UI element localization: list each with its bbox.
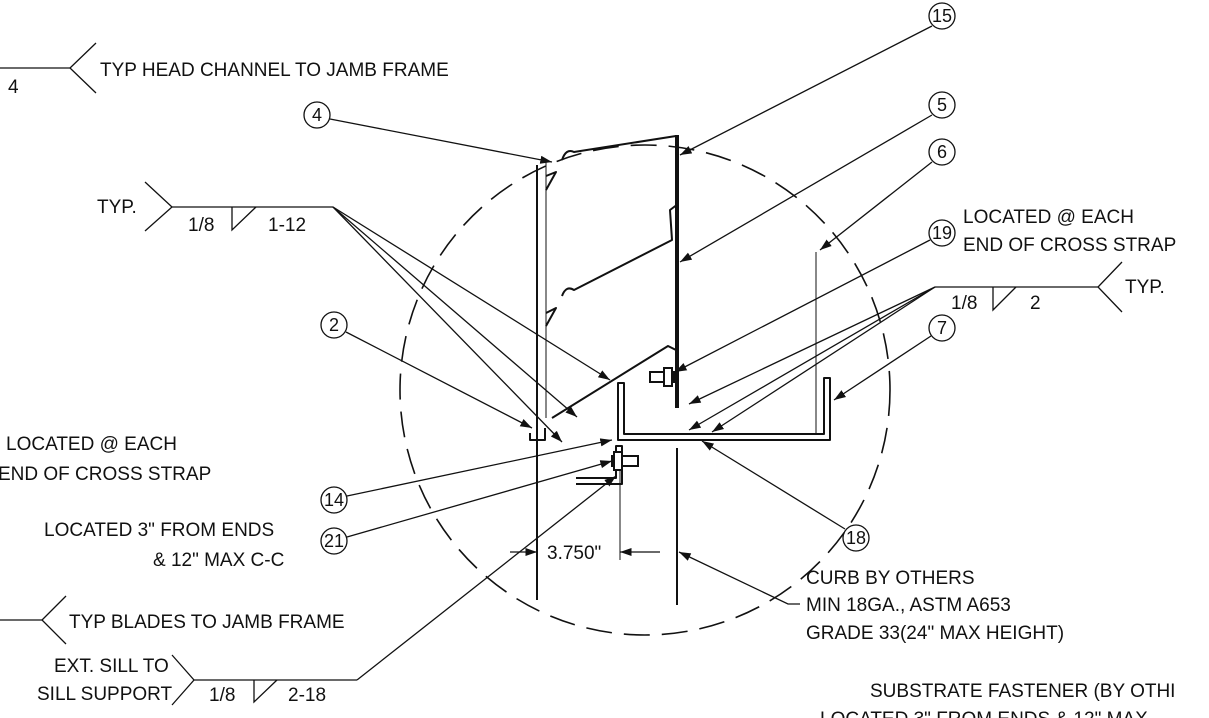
blade-mid-lip xyxy=(545,307,557,327)
svg-text:6: 6 xyxy=(937,142,947,162)
weld-pitch-left: 1-12 xyxy=(268,215,306,236)
fastener-19-nut xyxy=(663,367,673,387)
weld-size-sill: 1/8 xyxy=(209,685,235,706)
callout-21: 21 xyxy=(320,460,613,555)
leader-sill xyxy=(356,475,617,681)
callout-15: 15 xyxy=(679,2,956,156)
note-ext-sill-2: SILL SUPPORT xyxy=(37,684,173,705)
leader-right-2 xyxy=(688,286,936,431)
fastener-19 xyxy=(649,371,675,383)
note-typ-right: TYP. xyxy=(1125,277,1165,298)
leader-right-1 xyxy=(688,286,936,405)
weld-number-top: 4 xyxy=(8,77,19,98)
svg-text:14: 14 xyxy=(324,490,344,510)
svg-text:19: 19 xyxy=(932,223,952,243)
note-typ-left: TYP. xyxy=(97,197,137,218)
note-located-3in-1: LOCATED 3" FROM ENDS xyxy=(44,520,274,541)
detail-circle xyxy=(399,144,891,636)
dimension-value: 3.750" xyxy=(547,543,601,564)
blade-lower xyxy=(551,345,677,419)
leader-left-3 xyxy=(332,206,563,443)
note-located-right-1: LOCATED @ EACH xyxy=(963,207,1134,228)
weld-size-left: 1/8 xyxy=(188,215,214,236)
svg-text:21: 21 xyxy=(324,531,344,551)
note-curb-1: CURB BY OTHERS xyxy=(806,568,975,589)
sill-channel xyxy=(617,377,831,441)
svg-text:5: 5 xyxy=(937,95,947,115)
callout-19: 19 xyxy=(674,219,956,373)
svg-text:7: 7 xyxy=(937,318,947,338)
fillet-symbol-sill xyxy=(253,679,278,704)
weld-size-right: 1/8 xyxy=(951,293,977,314)
blade-lower-return xyxy=(529,428,546,441)
note-curb-2: MIN 18GA., ASTM A653 xyxy=(806,595,1011,616)
svg-text:18: 18 xyxy=(846,528,866,548)
weld-tail-left xyxy=(144,181,173,232)
fillet-symbol-left xyxy=(231,206,257,232)
note-substrate-2: LOCATED 3" FROM ENDS & 12" MAX xyxy=(820,709,1148,718)
weld-tail-blades xyxy=(41,595,67,645)
weld-tail-sill xyxy=(171,654,195,706)
callout-4: 4 xyxy=(303,101,553,164)
callout-5: 5 xyxy=(679,91,956,263)
note-located-left-1: LOCATED @ EACH xyxy=(6,434,177,455)
weld-tail-top xyxy=(69,42,97,94)
blade-top xyxy=(561,135,677,161)
weld-pitch-sill: 2-18 xyxy=(288,685,326,706)
svg-text:4: 4 xyxy=(312,105,322,125)
note-head-channel: TYP HEAD CHANNEL TO JAMB FRAME xyxy=(100,60,449,81)
svg-text:15: 15 xyxy=(932,6,952,26)
leader-right-3 xyxy=(711,286,936,433)
callout-7: 7 xyxy=(833,314,956,401)
callout-14: 14 xyxy=(320,438,613,514)
callout-6: 6 xyxy=(819,138,956,251)
leader-left-2 xyxy=(332,206,578,418)
note-located-3in-2: & 12" MAX C-C xyxy=(153,550,284,571)
svg-text:2: 2 xyxy=(329,315,339,335)
weld-tail-right xyxy=(1097,261,1123,313)
note-substrate-1: SUBSTRATE FASTENER (BY OTHI xyxy=(870,681,1175,702)
note-curb-3: GRADE 33(24" MAX HEIGHT) xyxy=(806,623,1064,644)
leader-curb xyxy=(678,551,800,605)
blade-top-lip xyxy=(545,171,557,191)
note-ext-sill-1: EXT. SILL TO xyxy=(54,656,169,677)
leader-left-1 xyxy=(332,206,611,381)
note-located-left-2: END OF CROSS STRAP xyxy=(0,464,211,485)
callout-2: 2 xyxy=(320,311,533,429)
note-located-right-2: END OF CROSS STRAP xyxy=(963,235,1176,256)
blade-middle xyxy=(561,203,679,297)
weld-pitch-right: 2 xyxy=(1030,293,1041,314)
callout-18: 18 xyxy=(701,440,870,552)
note-blades-to-jamb: TYP BLADES TO JAMB FRAME xyxy=(69,612,345,633)
fillet-symbol-right xyxy=(992,286,1017,312)
fastener-21-nut xyxy=(613,451,623,471)
